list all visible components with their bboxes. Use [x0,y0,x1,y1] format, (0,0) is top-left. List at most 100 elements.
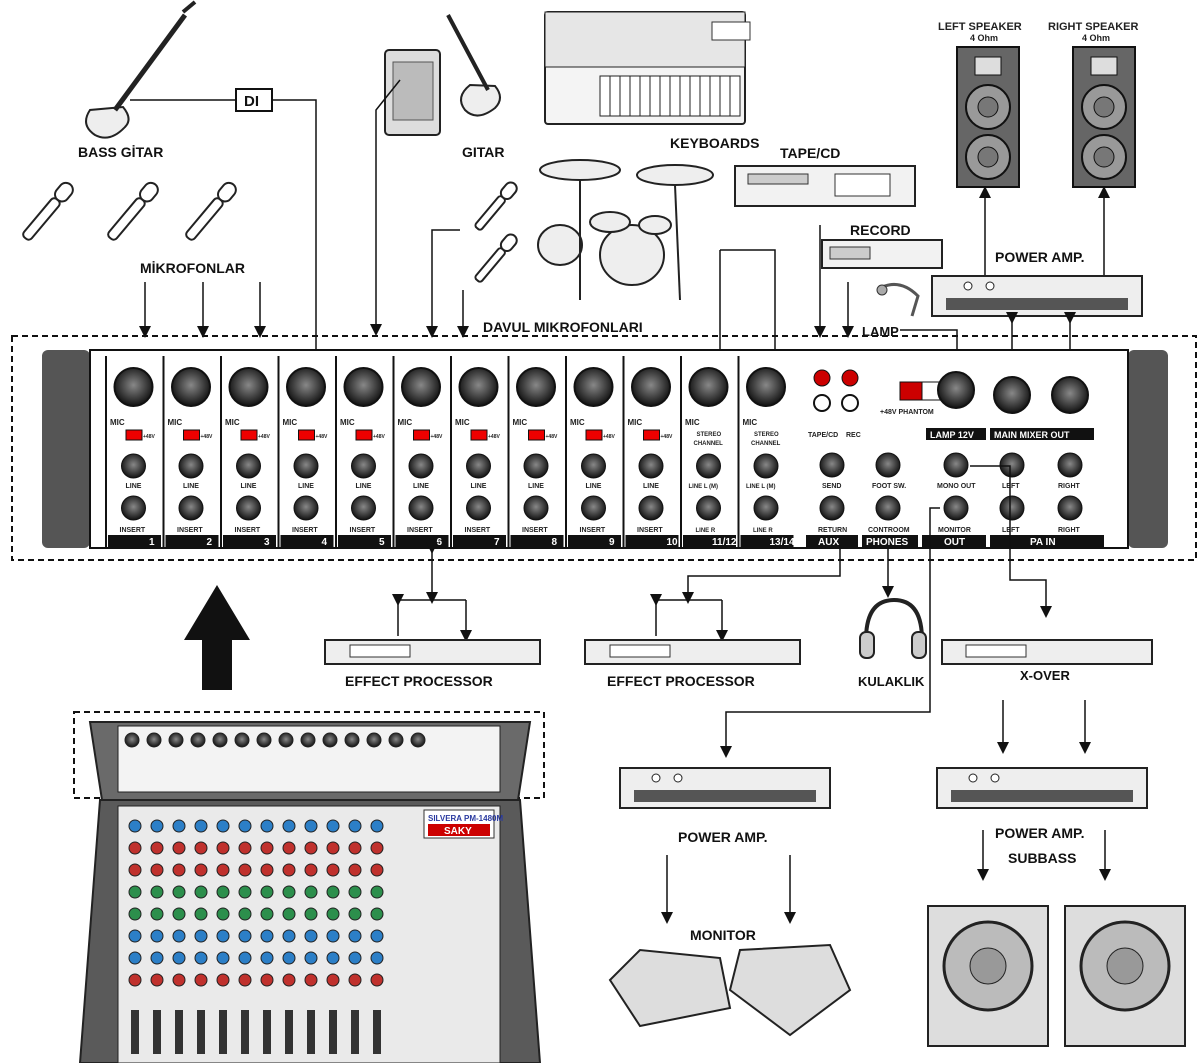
channel-3-phantom-switch [240,429,258,441]
channel-1-phantom-switch [125,429,143,441]
drum-mics-label: DAVUL MIKROFONLARI [483,319,643,335]
mixer-model-label: SILVERA PM-1480M [428,814,503,823]
mixer-brand-logo: SAKY [444,826,472,837]
console-knob [238,929,252,943]
channel-1-mic-label: MIC [110,418,125,427]
console-knob [238,973,252,987]
console-fader [153,1010,161,1054]
console-knob [260,951,274,965]
di-label: DI [244,93,259,110]
console-knob [194,907,208,921]
channel-1-xlr-input [113,367,154,407]
channel-10-line-jack [638,453,664,479]
effect-processor-1-icon [324,639,541,665]
console-fader [373,1010,381,1054]
console-knob [304,885,318,899]
channel-8-number-bar [510,535,564,547]
console-knob [326,929,340,943]
channel-9-number-bar [568,535,621,547]
lamp-label: LAMP [862,324,899,339]
channel-3-insert-jack [236,495,261,521]
console-rear-jack [278,732,294,748]
console-knob [194,863,208,877]
console-fader [241,1010,249,1054]
channel-9-48v-label: +48V [603,434,615,440]
console-knob [216,907,230,921]
console-knob [216,819,230,833]
channel-5-phantom-switch [355,429,373,441]
console-knob [370,951,384,965]
channel-4-mic-label: MIC [283,418,298,427]
console-knob [260,863,274,877]
channel-10-mic-label: MIC [628,418,643,427]
channel-5-number: 5 [379,537,385,548]
console-knob [150,973,164,987]
console-rear-jack [212,732,228,748]
console-knob [304,863,318,877]
main-out-right-xlr [1051,376,1089,414]
console-knob [238,819,252,833]
console-rear-jack [410,732,426,748]
console-knob [282,929,296,943]
mono-out-label: MONO OUT [937,483,976,490]
console-knob [194,973,208,987]
effect-processor-2-icon [584,639,801,665]
channel-1-insert-jack [121,495,146,521]
channel-3-48v-label: +48V [258,434,270,440]
channel-3-mic-label: MIC [225,418,240,427]
channel-4-phantom-switch [298,429,315,441]
channel-13/14-xlr-input [746,367,786,407]
channel-3-line-jack [236,453,261,479]
headphones-label: KULAKLIK [858,674,925,689]
console-knob [326,907,340,921]
channel-5-number-bar [338,535,391,547]
tape-cd-player-icon [734,165,916,207]
channel-13/14-number-bar [740,535,794,547]
control-room-label: CONTROOM [868,527,910,534]
console-knob [348,973,362,987]
tape-cd-label: TAPE/CD [780,145,840,161]
channel-6-mic-label: MIC [398,418,413,427]
pa-left-label: LEFT [1002,527,1020,534]
main-mixer-out-label: MAIN MIXER OUT [994,430,1070,440]
console-knob [128,819,142,833]
keyboard-icon [544,11,751,125]
phones-label: PHONES [866,537,909,548]
right-rack-ear [1128,350,1168,548]
subbass-power-amp-icon [936,767,1148,809]
xover-label: X-OVER [1020,668,1070,683]
channel-13/14-line-r-label: LINE R [753,528,773,534]
console-knob [370,819,384,833]
subwoofer-speakers-icon [927,905,1186,1047]
main-left-label: LEFT [1002,483,1020,490]
console-knob [304,907,318,921]
channel-8-line-label: LINE [528,483,544,490]
console-knob [370,885,384,899]
channel-9-line-jack [581,453,606,479]
channel-13/14-insert-jack [753,495,779,521]
channel-7-line-jack [466,453,491,479]
channel-7-insert-jack [466,495,491,521]
channel-1-number: 1 [149,537,155,548]
console-knob [216,951,230,965]
console-knob [150,885,164,899]
channel-8-xlr-input [516,367,556,407]
channel-11/12-insert-jack [696,495,721,521]
left-speaker-icon [956,46,1020,188]
channel-6-48v-label: +48V [431,434,443,440]
channel-5-insert-label: INSERT [350,527,376,534]
channel-9-insert-label: INSERT [580,527,606,534]
channel-1-insert-label: INSERT [120,527,146,534]
aux-section: TAPE/CD REC SEND RETURN AUX [806,369,861,548]
left-speaker-label: LEFT SPEAKER [938,21,1022,33]
console-knob [216,863,230,877]
left-speaker-ohm: 4 Ohm [970,33,998,43]
console-knob [172,885,186,899]
console-knob [304,929,318,943]
console-knob [150,819,164,833]
aux-send-label: SEND [822,483,841,490]
console-knob [128,973,142,987]
channel-10-xlr-input [631,367,671,407]
monitor-out-label: MONITOR [938,527,971,534]
